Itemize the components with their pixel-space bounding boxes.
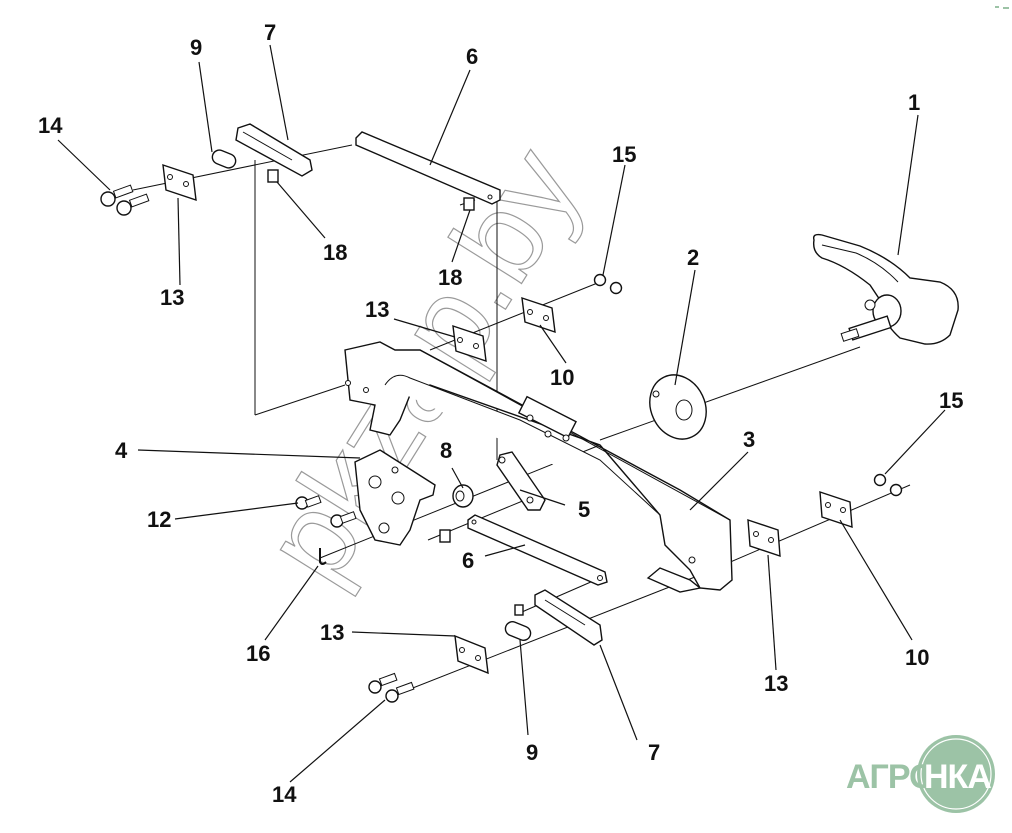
callout-5: 5	[578, 497, 590, 522]
part-10-shim-plate-lower	[819, 491, 853, 528]
part-13-shim-plate-c	[747, 519, 781, 557]
part-16-cotter-pin	[319, 548, 327, 565]
part-13-shim-plate-a	[162, 163, 197, 202]
callout-14-lower: 14	[272, 782, 297, 807]
callout-18-right: 18	[438, 265, 462, 290]
part-7-slotted-plate-upper	[235, 123, 313, 177]
callout-18-left: 18	[323, 240, 347, 265]
callout-13-b: 13	[365, 297, 389, 322]
callout-16: 16	[246, 641, 270, 666]
callout-6-upper: 6	[466, 44, 478, 69]
callout-8: 8	[440, 438, 452, 463]
callout-12: 12	[147, 507, 171, 532]
callout-13-a: 13	[160, 285, 184, 310]
part-13-shim-plate-b	[452, 324, 487, 363]
part-18-clips	[267, 169, 524, 616]
logo-text-left: АГРО	[846, 758, 935, 796]
callout-15-lower: 15	[939, 388, 963, 413]
callout-3: 3	[743, 427, 755, 452]
part-9-spacer-lower	[504, 621, 532, 641]
part-4-mounting-bracket	[354, 449, 436, 546]
callout-6-lower: 6	[462, 548, 474, 573]
part-2-round-plate	[649, 374, 707, 440]
part-1-lever-handle	[812, 233, 959, 345]
logo-text-right: НКА	[924, 758, 991, 796]
callout-2: 2	[687, 245, 699, 270]
part-14-bolts-upper	[100, 184, 150, 216]
callout-14-upper: 14	[38, 113, 63, 138]
leader-lines	[57, 44, 946, 783]
part-9-spacer-upper	[211, 149, 237, 169]
part-15-nuts-upper	[593, 273, 623, 295]
part-10-shim-plate-upper	[521, 296, 556, 334]
part-6-link-bar-upper	[355, 131, 501, 205]
part-7-slotted-plate-lower	[534, 589, 603, 646]
callout-10-lower: 10	[905, 645, 929, 670]
callout-13-c: 13	[764, 671, 788, 696]
callout-15-upper: 15	[612, 142, 636, 167]
part-13-shim-plate-d	[454, 634, 489, 675]
part-3-main-bracket	[344, 341, 733, 593]
corner-mark	[995, 6, 1009, 9]
part-6-link-bar-lower	[467, 514, 608, 586]
part-15-nuts-lower	[873, 473, 903, 497]
agronka-logo: АГРО НКА	[846, 735, 995, 813]
callout-10-upper: 10	[550, 365, 574, 390]
callout-labels: 1 2 3 4 5 6 6 7 7 8 9 9 10 10 12 13 13 1…	[38, 20, 963, 807]
part-5-link-plate	[496, 451, 546, 511]
callout-9-upper: 9	[190, 35, 202, 60]
callout-13-d: 13	[320, 620, 344, 645]
callout-7-upper: 7	[264, 20, 276, 45]
part-8-nut	[452, 484, 474, 508]
callout-4: 4	[115, 438, 128, 463]
part-12-bolts	[295, 495, 357, 528]
callout-1: 1	[908, 90, 920, 115]
callout-7-lower: 7	[648, 740, 660, 765]
part-14-bolts-lower	[368, 672, 415, 703]
callout-9-lower: 9	[526, 740, 538, 765]
